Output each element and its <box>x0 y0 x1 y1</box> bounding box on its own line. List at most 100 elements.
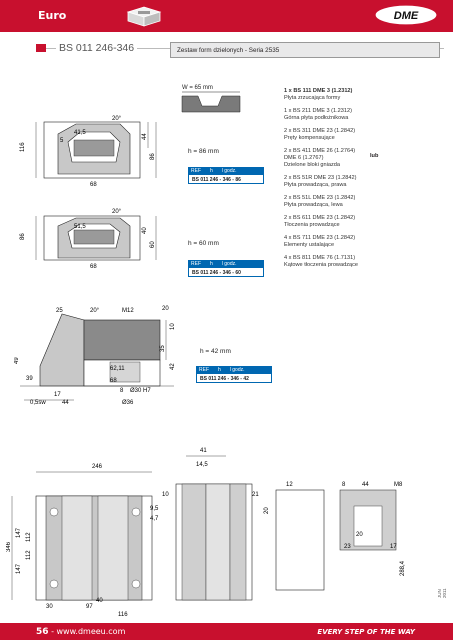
svg-text:39: 39 <box>26 376 33 382</box>
svg-text:M12: M12 <box>122 308 134 314</box>
svg-text:20: 20 <box>162 306 169 312</box>
page-number: 56 - www.dmeeu.com <box>36 627 126 637</box>
footer-slogan: EVERY STEP OF THE WAY <box>317 628 415 636</box>
svg-text:346: 346 <box>6 541 12 552</box>
ref-value-h60: BS 011 246 - 346 - 60 <box>188 268 264 277</box>
svg-text:20: 20 <box>356 532 363 538</box>
ref-header: REF <box>191 168 201 174</box>
section-title: Euro <box>38 9 67 22</box>
h-header: h <box>210 168 213 174</box>
part-item: 1 x BS 111 DME 3 (1.2312)Płyta zrzucając… <box>284 88 353 101</box>
svg-text:41: 41 <box>200 448 207 454</box>
svg-text:20: 20 <box>264 507 270 514</box>
dme-logo: DME <box>374 4 438 26</box>
drawing-h60: 86 51,5 20° 40 60 68 <box>20 209 157 270</box>
svg-text:17: 17 <box>54 392 61 398</box>
product-code: BS 011 246-346 <box>56 42 138 54</box>
svg-text:21: 21 <box>252 492 259 498</box>
ref-header: REF <box>199 367 209 373</box>
svg-text:17: 17 <box>390 544 397 550</box>
side-code: JUN 2011 <box>437 588 447 598</box>
svg-text:116: 116 <box>20 142 26 152</box>
mold-cube-icon <box>126 6 162 27</box>
svg-text:51,5: 51,5 <box>74 224 86 230</box>
svg-text:41,5: 41,5 <box>74 130 86 136</box>
svg-text:116: 116 <box>118 612 128 618</box>
svg-text:40: 40 <box>142 227 148 234</box>
h86-label: h = 86 mm <box>188 148 219 155</box>
svg-text:112: 112 <box>26 550 32 560</box>
h60-label: h = 60 mm <box>188 240 219 247</box>
svg-text:Ø36: Ø36 <box>122 400 134 406</box>
svg-text:44: 44 <box>142 133 148 140</box>
svg-text:5: 5 <box>60 138 64 144</box>
svg-text:288,4: 288,4 <box>400 560 406 576</box>
ref-header: REF <box>191 261 201 267</box>
plan-view-drawing: 246 346 147 147 112 112 30 97 40 116 <box>6 464 153 618</box>
hours-header: l godz. <box>221 168 237 174</box>
svg-text:23: 23 <box>344 544 351 550</box>
svg-text:86: 86 <box>20 233 26 240</box>
svg-text:44: 44 <box>362 482 369 488</box>
svg-text:DME: DME <box>394 10 419 22</box>
part-item: 2 x BS 51L DME 23 (1.2842)Płyta prowadzą… <box>284 195 356 208</box>
website-link[interactable]: - www.dmeeu.com <box>48 627 126 636</box>
part-item: 2 x BS 411 DME 26 (1.2764)DME 6 (1.2767)… <box>284 148 356 168</box>
svg-text:62,11: 62,11 <box>110 366 125 372</box>
h42-label: h = 42 mm <box>200 348 231 355</box>
svg-text:10: 10 <box>170 323 176 330</box>
svg-text:86: 86 <box>150 153 156 160</box>
part-item: 1 x BS 211 DME 3 (1.2312)Górna płyta pod… <box>284 108 352 121</box>
part-item: 2 x BS 51R DME 23 (1.2842)Płyta prowadzą… <box>284 175 357 188</box>
svg-text:147: 147 <box>16 527 22 538</box>
svg-text:68: 68 <box>110 378 117 384</box>
svg-text:W = 65 mm: W = 65 mm <box>182 85 213 91</box>
drawing-h86: 116 41,5 20° 5 44 86 68 <box>20 116 157 188</box>
svg-text:4,7: 4,7 <box>150 516 159 522</box>
footer-bar <box>0 623 453 640</box>
svg-text:12: 12 <box>286 482 293 488</box>
ref-value-h86: BS 011 246 - 346 - 86 <box>188 175 264 184</box>
svg-text:8: 8 <box>342 482 346 488</box>
title-marker <box>36 44 46 52</box>
part-item: 2 x BS 611 DME 23 (1.2842)Tłoczenia prow… <box>284 215 356 228</box>
svg-text:60: 60 <box>150 241 156 248</box>
hours-header: l godz. <box>229 367 245 373</box>
svg-text:44: 44 <box>62 400 69 406</box>
drawing-h42: 25 20° M12 20 10 35 42 49 39 17 62,11 68… <box>14 306 176 406</box>
width-section-drawing: W = 65 mm <box>181 85 241 113</box>
parts-list: 1 x BS 111 DME 3 (1.2312)Płyta zrzucając… <box>284 88 408 275</box>
product-description: Zestaw form dzielonych - Seria 2535 <box>170 42 440 58</box>
h-header: h <box>218 367 221 373</box>
svg-text:14,5: 14,5 <box>196 462 208 468</box>
svg-text:40: 40 <box>96 598 103 604</box>
svg-text:9,5: 9,5 <box>150 506 159 512</box>
svg-text:20°: 20° <box>112 209 122 215</box>
svg-text:10: 10 <box>162 492 169 498</box>
svg-text:68: 68 <box>90 264 97 270</box>
svg-text:97: 97 <box>86 604 93 610</box>
svg-text:0,5sw: 0,5sw <box>30 400 46 406</box>
ref-table-h60: REF h l godz. BS 011 246 - 346 - 60 <box>188 260 264 277</box>
svg-text:20°: 20° <box>90 308 100 314</box>
svg-text:25: 25 <box>56 308 63 314</box>
ref-value-h42: BS 011 246 - 346 - 42 <box>196 374 272 383</box>
hours-header: l godz. <box>221 261 237 267</box>
ref-table-h86: REF h l godz. BS 011 246 - 346 - 86 <box>188 167 264 184</box>
side-section-drawing: 41 14,5 10 9,5 4,7 21 <box>150 448 259 601</box>
svg-text:35: 35 <box>160 345 166 352</box>
right-section-drawing: 12 20 8 44 M8 20 23 17 288,4 <box>264 482 406 591</box>
svg-text:8: 8 <box>120 388 124 394</box>
svg-text:M8: M8 <box>394 482 403 488</box>
svg-text:246: 246 <box>92 464 103 470</box>
part-item: 4 x BS 711 DME 23 (1.2842)Elementy ustal… <box>284 235 356 248</box>
svg-text:42: 42 <box>170 363 176 370</box>
ref-table-h42: REF h l godz. BS 011 246 - 346 - 42 <box>196 366 272 383</box>
part-item: 2 x BS 311 DME 23 (1.2842)Pręty kompensu… <box>284 128 356 141</box>
svg-text:68: 68 <box>90 182 97 188</box>
h-header: h <box>210 261 213 267</box>
svg-text:147: 147 <box>16 563 22 574</box>
lub-label: lub <box>370 153 379 159</box>
svg-text:49: 49 <box>14 357 20 364</box>
svg-text:112: 112 <box>26 532 32 542</box>
